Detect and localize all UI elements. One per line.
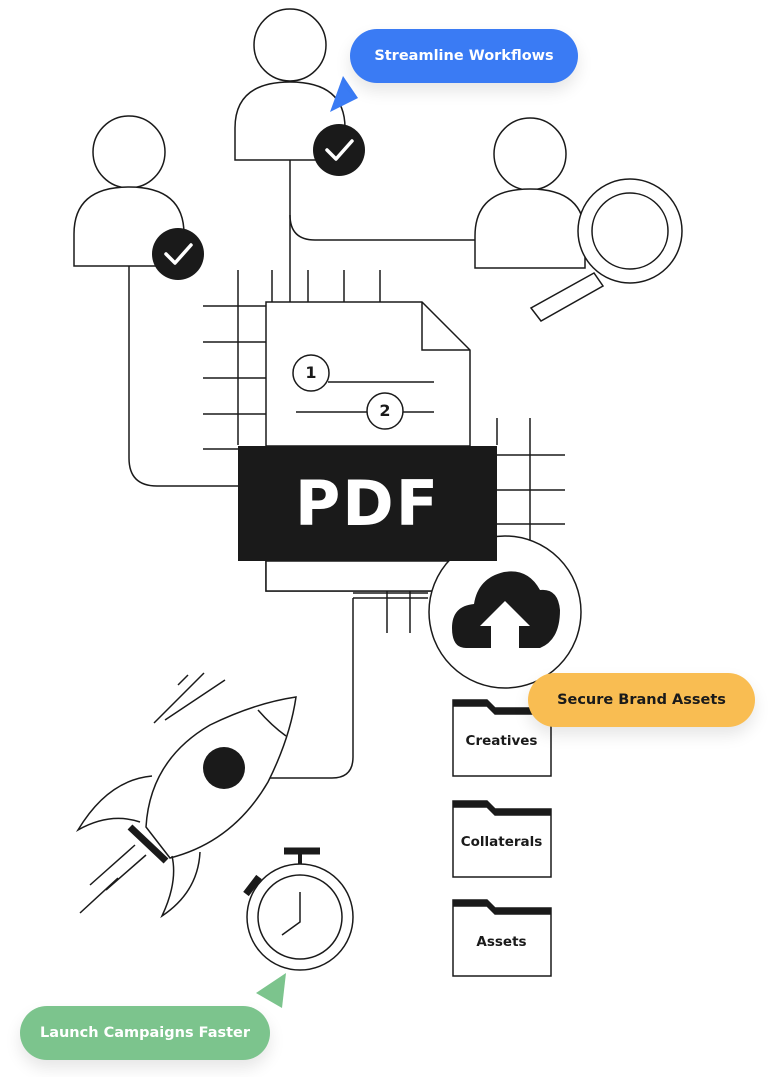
person-icon bbox=[474, 117, 586, 269]
blue-callout-pointer bbox=[330, 76, 358, 112]
green-callout-pointer bbox=[256, 973, 286, 1008]
rocket-window bbox=[203, 747, 245, 789]
pdf-label: PDF bbox=[294, 467, 441, 540]
callout-launch-campaigns-faster: Launch Campaigns Faster bbox=[20, 1006, 270, 1060]
stopwatch-icon bbox=[243, 847, 354, 971]
pdf-banner bbox=[238, 446, 497, 561]
step-number-2: 2 bbox=[379, 401, 391, 420]
folder-tabs bbox=[453, 700, 551, 914]
folder-label-creatives: Creatives bbox=[465, 733, 538, 749]
search-icon bbox=[529, 178, 683, 322]
grid-lines bbox=[203, 270, 565, 633]
checkmark-icon bbox=[152, 228, 204, 280]
checkmark-icon bbox=[313, 124, 365, 176]
folder-label-collaterals: Collaterals bbox=[460, 834, 543, 850]
callout-streamline-workflows: Streamline Workflows bbox=[350, 29, 578, 83]
callout-secure-brand-assets: Secure Brand Assets bbox=[528, 673, 755, 727]
person-icon bbox=[73, 115, 185, 267]
step-number-1: 1 bbox=[305, 363, 317, 382]
folder-label-assets: Assets bbox=[476, 934, 527, 950]
cloud-upload-glyph bbox=[452, 571, 560, 648]
